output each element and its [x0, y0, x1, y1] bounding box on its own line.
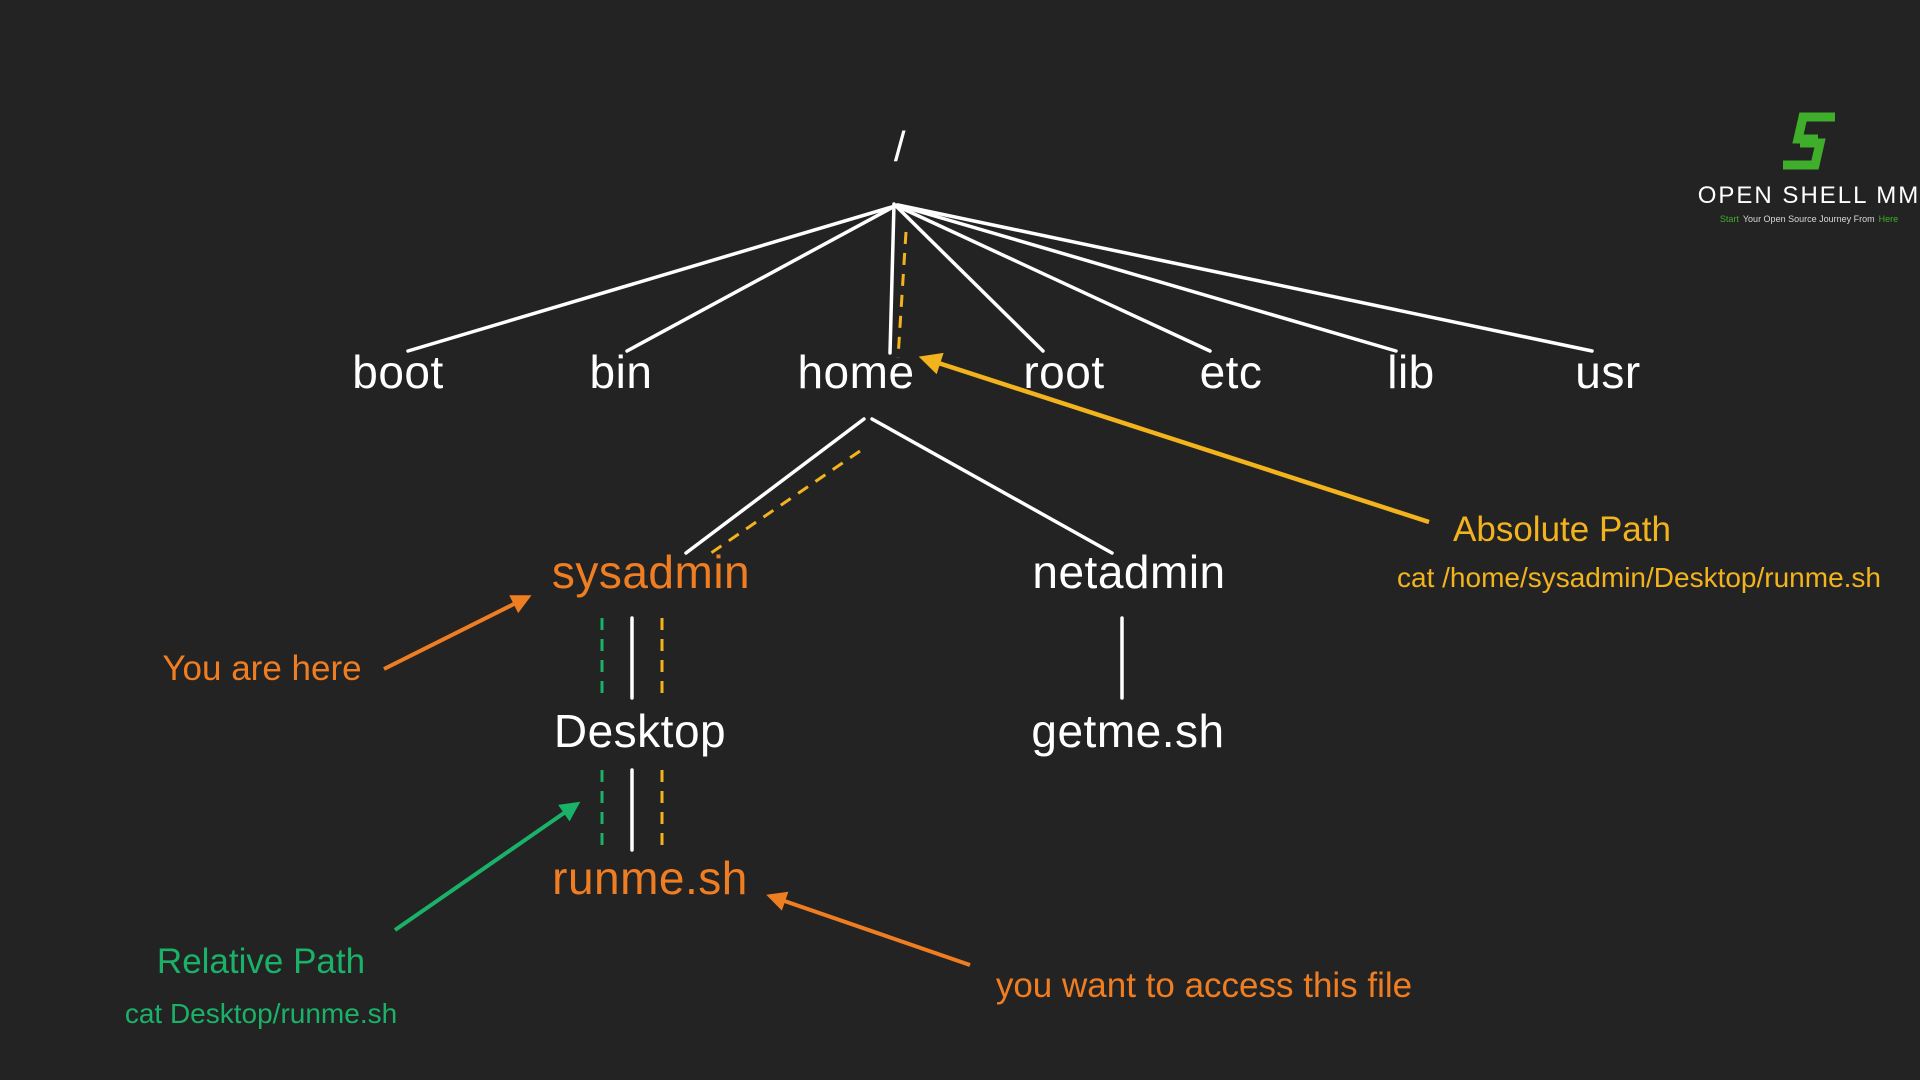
relative-path-arrow	[393, 801, 581, 932]
edge-root-usr	[896, 203, 1594, 353]
edge-home-netadmin	[870, 417, 1114, 555]
access-file-arrow	[766, 891, 971, 967]
node-runme-sh: runme.sh	[552, 852, 748, 904]
you-are-here-arrow	[383, 595, 532, 671]
relative-path-title: Relative Path	[156, 942, 366, 981]
you-are-here-label: You are here	[162, 649, 362, 688]
edge-root-etc	[895, 204, 1212, 353]
absolute-path-arrow	[918, 352, 1430, 525]
edge-root-home	[888, 202, 896, 355]
node-lib: lib	[1387, 346, 1435, 398]
absolute-path-command: cat /home/sysadmin/Desktop/runme.sh	[1397, 562, 1881, 593]
node-getme-sh: getme.sh	[1031, 705, 1225, 757]
node-boot: boot	[352, 346, 444, 398]
access-file-label: you want to access this file	[995, 966, 1413, 1005]
relative-path-command: cat Desktop/runme.sh	[124, 998, 398, 1029]
node-etc: etc	[1199, 346, 1263, 398]
logo-tagline-middle: Your Open Source Journey From	[1742, 214, 1875, 224]
node-rootdir: root	[1023, 346, 1105, 398]
absolute-path-trace	[660, 231, 908, 850]
open-shell-logo-icon	[1783, 112, 1835, 170]
trace-root-home	[896, 231, 908, 359]
trace-home-sysadmin	[710, 449, 861, 555]
logo-tagline-end: Here	[1878, 214, 1899, 224]
logo: OPEN SHELL MM Start Your Open Source Jou…	[1697, 108, 1920, 224]
node-root: /	[893, 123, 907, 170]
node-desktop: Desktop	[553, 705, 727, 757]
edge-root-lib	[895, 203, 1398, 353]
node-bin: bin	[589, 346, 653, 398]
edge-home-sysadmin	[684, 417, 866, 555]
home-subtree-lines	[630, 417, 1124, 852]
root-fan-lines	[406, 202, 1594, 355]
node-home: home	[797, 346, 915, 398]
node-usr: usr	[1575, 346, 1641, 398]
logo-tagline-start: Start	[1719, 214, 1739, 224]
edge-root-bin	[625, 204, 897, 353]
logo-name: OPEN SHELL MM	[1697, 182, 1920, 209]
edge-root-rootdir	[894, 204, 1045, 353]
absolute-path-title: Absolute Path	[1453, 510, 1671, 549]
logo-tagline: Start Your Open Source Journey From Here	[1720, 214, 1898, 224]
node-sysadmin: sysadmin	[551, 546, 751, 598]
edge-root-boot	[406, 204, 897, 353]
node-netadmin: netadmin	[1032, 546, 1226, 598]
